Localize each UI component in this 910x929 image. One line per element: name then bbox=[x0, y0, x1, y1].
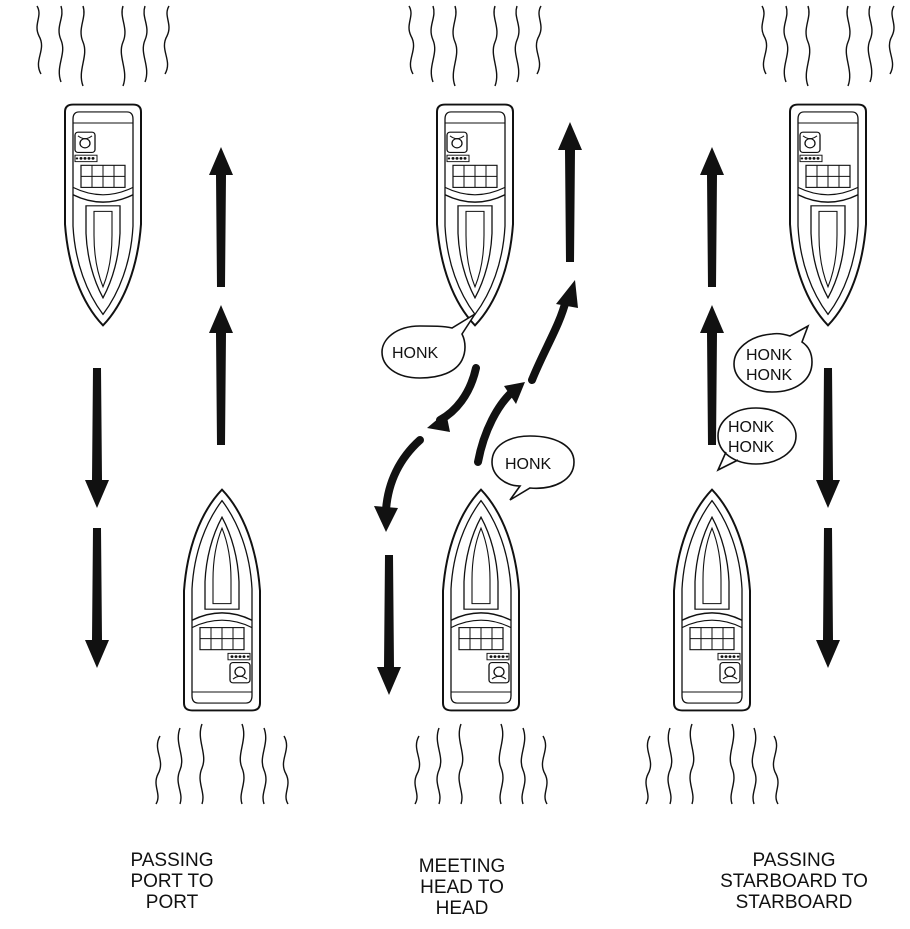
caption-line: PORT TO bbox=[62, 871, 282, 892]
caption-line: PASSING bbox=[62, 850, 282, 871]
speech-bubble-icon: HONK HONK bbox=[718, 408, 796, 470]
boat-icon bbox=[443, 490, 519, 711]
caption-line: HEAD bbox=[352, 898, 572, 919]
arrow-icon bbox=[377, 555, 401, 695]
arrow-icon bbox=[558, 122, 582, 262]
honk-text: HONK bbox=[392, 345, 439, 362]
caption-starboard-to-starboard: PASSING STARBOARD TO STARBOARD bbox=[684, 850, 904, 913]
arrow-icon bbox=[209, 305, 233, 445]
arrow-icon bbox=[532, 280, 578, 380]
caption-line: MEETING bbox=[352, 856, 572, 877]
arrow-icon bbox=[374, 440, 420, 532]
speech-bubble-icon: HONK bbox=[382, 314, 475, 378]
caption-line: PORT bbox=[62, 892, 282, 913]
boat-icon bbox=[674, 490, 750, 711]
boat-icon bbox=[65, 105, 141, 326]
arrow-icon bbox=[85, 368, 109, 508]
arrow-icon bbox=[700, 305, 724, 445]
honk-text: HONK bbox=[728, 439, 775, 456]
head-to-head-group: HONK HONK bbox=[374, 6, 582, 804]
arrow-icon bbox=[85, 528, 109, 668]
boat-icon bbox=[790, 105, 866, 326]
wake-icon bbox=[156, 724, 288, 804]
speech-bubble-icon: HONK HONK bbox=[734, 326, 812, 392]
port-to-port-group bbox=[37, 6, 288, 804]
speech-bubble-icon: HONK bbox=[492, 436, 574, 500]
wake-icon bbox=[762, 6, 894, 86]
honk-text: HONK bbox=[746, 367, 793, 384]
caption-head-to-head: MEETING HEAD TO HEAD bbox=[352, 856, 572, 919]
honk-text: HONK bbox=[746, 347, 793, 364]
arrow-icon bbox=[816, 368, 840, 508]
arrow-icon bbox=[700, 147, 724, 287]
caption-line: STARBOARD bbox=[684, 892, 904, 913]
caption-line: STARBOARD TO bbox=[684, 871, 904, 892]
wake-icon bbox=[409, 6, 541, 86]
honk-text: HONK bbox=[505, 456, 552, 473]
boat-icon bbox=[184, 490, 260, 711]
caption-line: HEAD TO bbox=[352, 877, 572, 898]
wake-icon bbox=[646, 724, 778, 804]
arrow-icon bbox=[816, 528, 840, 668]
starboard-to-starboard-group: HONK HONK HONK HONK bbox=[646, 6, 894, 804]
caption-port-to-port: PASSING PORT TO PORT bbox=[62, 850, 282, 913]
wake-icon bbox=[415, 724, 547, 804]
caption-line: PASSING bbox=[684, 850, 904, 871]
boat-icon bbox=[437, 105, 513, 326]
honk-text: HONK bbox=[728, 419, 775, 436]
arrow-icon bbox=[209, 147, 233, 287]
wake-icon bbox=[37, 6, 169, 86]
